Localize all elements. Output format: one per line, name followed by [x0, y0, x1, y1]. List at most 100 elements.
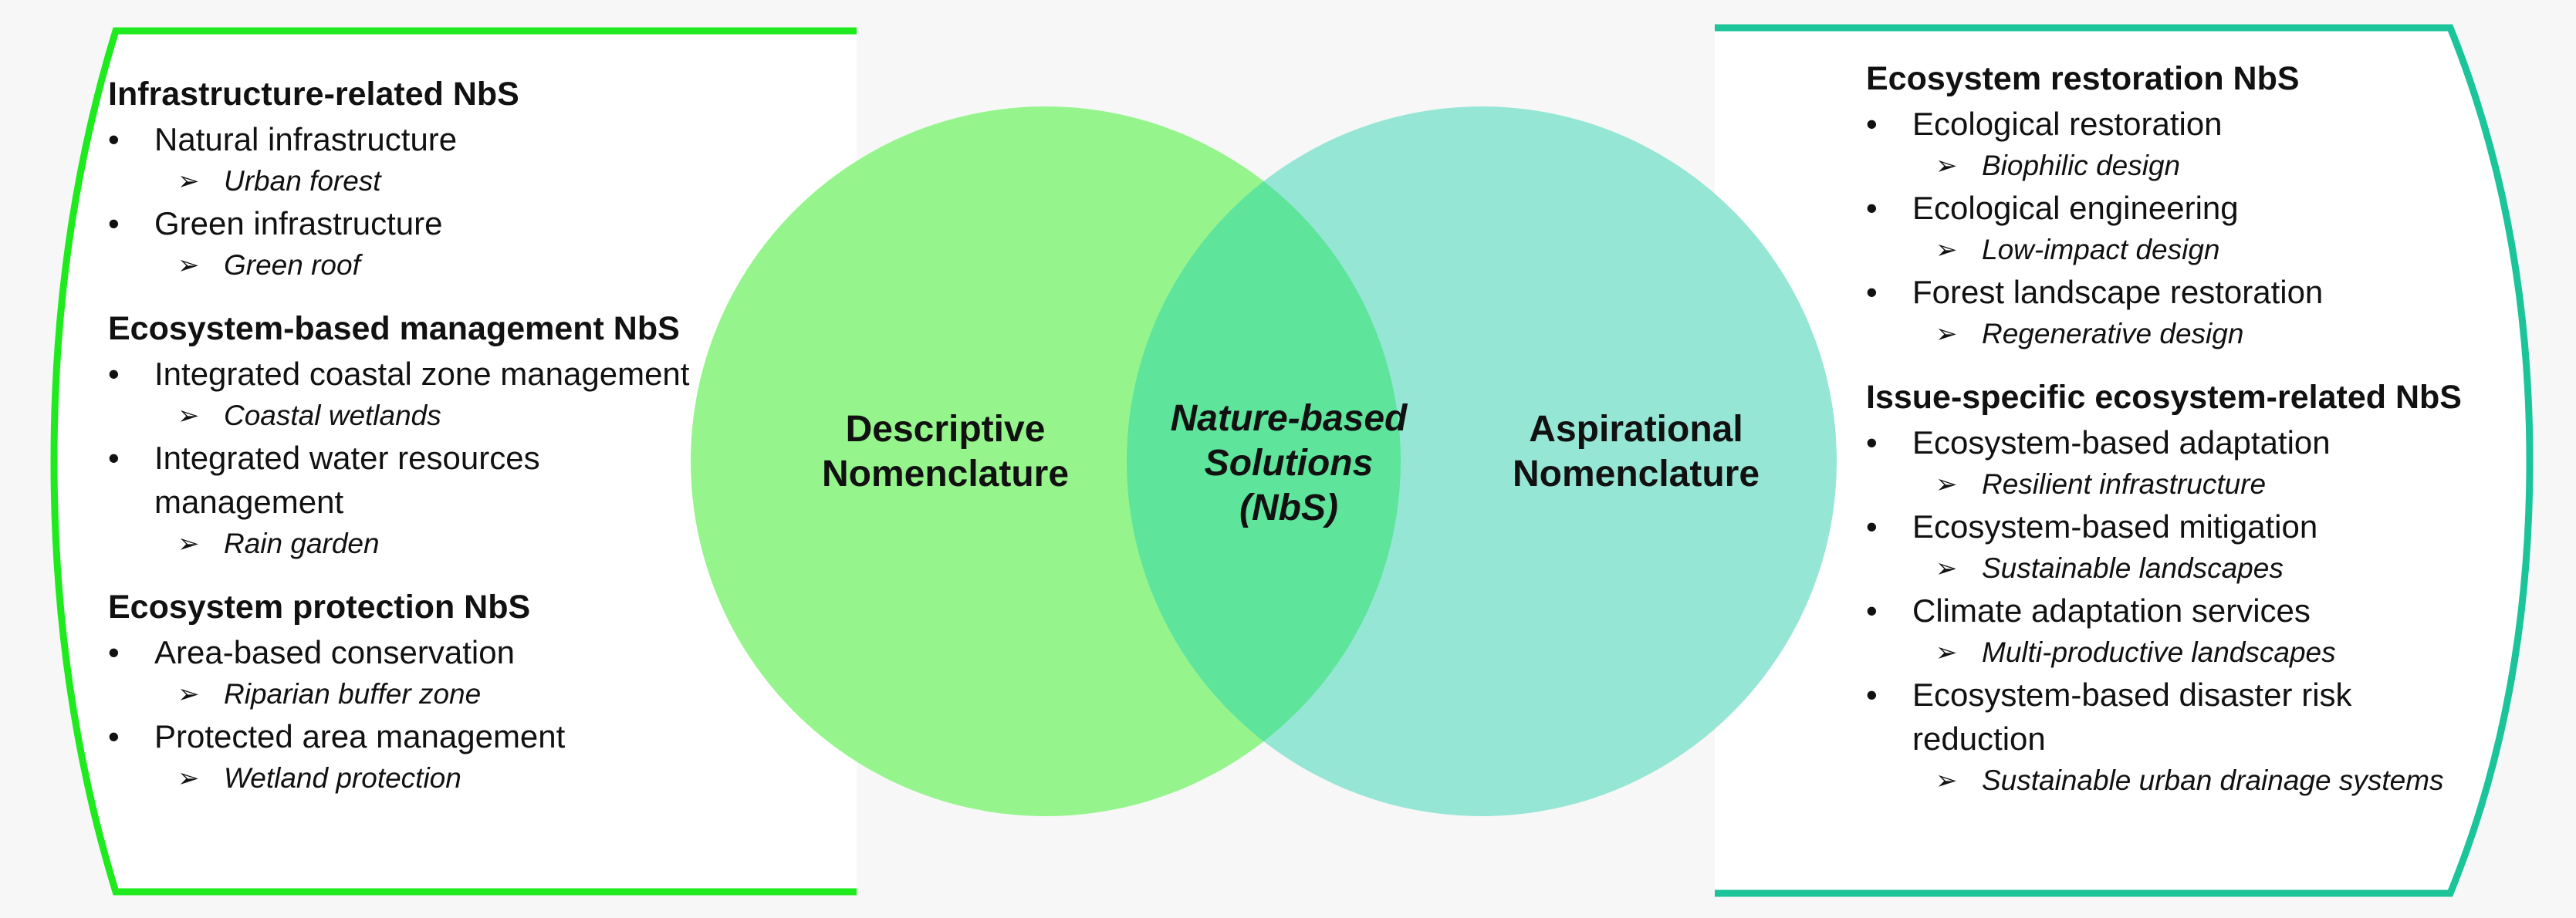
- arrow-bullet-icon: ➢: [177, 401, 200, 430]
- list-group: Ecosystem restoration NbS • Ecological re…: [1866, 56, 2545, 354]
- left-bracket: [50, 27, 857, 896]
- sub-item: ➢ Green roof: [108, 245, 787, 285]
- list-group: Ecosystem-based management NbS • Integrat…: [108, 305, 787, 564]
- group-heading: Ecosystem-based management NbS: [108, 310, 680, 347]
- label-line: Nomenclature: [821, 454, 1070, 494]
- bullet-icon: •: [108, 121, 120, 157]
- sub-item: ➢ Multi-productive landscapes: [1866, 633, 2545, 673]
- descriptive-nomenclature-list: Infrastructure-related NbS • Natural infr…: [108, 71, 787, 798]
- arrow-bullet-icon: ➢: [1935, 638, 1958, 667]
- arrow-bullet-icon: ➢: [1935, 151, 1958, 181]
- list-item: • Climate adaptation services: [1866, 589, 2545, 633]
- sub-item-label: Regenerative design: [1982, 318, 2244, 349]
- item-label: Ecological engineering: [1912, 190, 2239, 226]
- label-line: (NbS): [1239, 488, 1338, 528]
- sub-item: ➢ Riparian buffer zone: [108, 674, 787, 714]
- label-line: Aspirational: [1529, 409, 1743, 450]
- sub-item: ➢ Low-impact design: [1866, 230, 2545, 270]
- item-label: Green infrastructure: [154, 205, 443, 241]
- item-label: Ecosystem-based mitigation: [1912, 508, 2318, 545]
- bullet-icon: •: [108, 356, 120, 392]
- label-line: Descriptive: [845, 409, 1046, 450]
- item-label: Integrated coastal zone management: [154, 356, 690, 392]
- sub-item-label: Resilient infrastructure: [1982, 468, 2267, 500]
- sub-item: ➢ Biophilic design: [1866, 146, 2545, 186]
- sub-item-label: Biophilic design: [1982, 150, 2181, 181]
- sub-item: ➢ Coastal wetlands: [108, 396, 787, 436]
- bullet-icon: •: [108, 634, 120, 670]
- group-heading: Issue-specific ecosystem-related NbS: [1866, 379, 2462, 416]
- sub-item: ➢ Resilient infrastructure: [1866, 464, 2545, 505]
- list-item: • Protected area management: [108, 714, 787, 758]
- arrow-bullet-icon: ➢: [1935, 470, 1958, 499]
- descriptive-nomenclature-label: Descriptive Nomenclature: [795, 407, 1096, 497]
- aspirational-nomenclature-label: Aspirational Nomenclature: [1466, 407, 1806, 497]
- list-item: • Ecosystem-based mitigation: [1866, 505, 2545, 548]
- sub-item-label: Wetland protection: [224, 762, 461, 794]
- sub-item: ➢ Wetland protection: [108, 758, 787, 798]
- bullet-icon: •: [1866, 190, 1878, 226]
- sub-item-label: Sustainable landscapes: [1982, 552, 2284, 584]
- sub-item-label: Low-impact design: [1982, 234, 2220, 265]
- group-heading: Ecosystem protection NbS: [108, 589, 531, 626]
- sub-item-label: Urban forest: [224, 165, 381, 197]
- list-item: • Integrated water resources management: [108, 436, 787, 524]
- list-item: • Ecosystem-based disaster risk reduction: [1866, 673, 2545, 761]
- sub-item-label: Coastal wetlands: [224, 400, 441, 431]
- item-label: Protected area management: [154, 718, 566, 754]
- arrow-bullet-icon: ➢: [1935, 766, 1958, 795]
- sub-item: ➢ Rain garden: [108, 524, 787, 564]
- arrow-bullet-icon: ➢: [177, 251, 200, 280]
- item-label: Climate adaptation services: [1912, 592, 2311, 629]
- bullet-icon: •: [108, 440, 120, 476]
- bullet-icon: •: [1866, 424, 1878, 461]
- bullet-icon: •: [1866, 106, 1878, 142]
- sub-item-label: Multi-productive landscapes: [1982, 636, 2336, 668]
- label-line: Nature-based: [1170, 398, 1408, 439]
- list-item: • Ecological engineering: [1866, 186, 2545, 230]
- item-label: Ecosystem-based adaptation: [1912, 424, 2331, 461]
- list-group: Issue-specific ecosystem-related NbS • Ec…: [1866, 374, 2545, 801]
- arrow-bullet-icon: ➢: [177, 680, 200, 709]
- group-heading: Ecosystem restoration NbS: [1866, 60, 2300, 97]
- item-label: Area-based conservation: [154, 634, 515, 670]
- list-group: Infrastructure-related NbS • Natural infr…: [108, 71, 787, 285]
- bullet-icon: •: [1866, 677, 1878, 713]
- list-item: • Natural infrastructure: [108, 117, 787, 161]
- overlap-region: [1127, 106, 1401, 816]
- list-group: Ecosystem protection NbS • Area-based con…: [108, 584, 787, 798]
- nature-based-solutions-label: Nature-based Solutions (NbS): [1119, 397, 1459, 531]
- item-label: Forest landscape restoration: [1912, 274, 2324, 310]
- sub-item-label: Rain garden: [224, 528, 380, 559]
- right-bracket: [1715, 24, 2534, 897]
- item-label: Natural infrastructure: [154, 121, 458, 157]
- list-item: • Ecosystem-based adaptation: [1866, 420, 2545, 464]
- list-item: • Forest landscape restoration: [1866, 270, 2545, 314]
- item-label: Ecological restoration: [1912, 106, 2223, 142]
- arrow-bullet-icon: ➢: [1935, 235, 1958, 265]
- arrow-bullet-icon: ➢: [1935, 554, 1958, 583]
- sub-item-label: Riparian buffer zone: [224, 678, 482, 710]
- label-line: Nomenclature: [1512, 454, 1760, 494]
- label-line: Solutions: [1204, 443, 1374, 484]
- bullet-icon: •: [1866, 508, 1878, 545]
- sub-item: ➢ Sustainable urban drainage systems: [1866, 761, 2545, 801]
- aspirational-nomenclature-list: Ecosystem restoration NbS • Ecological re…: [1866, 56, 2545, 801]
- sub-item-label: Green roof: [224, 249, 360, 281]
- bullet-icon: •: [108, 718, 120, 754]
- sub-item: ➢Urban forest: [108, 161, 787, 201]
- arrow-bullet-icon: ➢: [177, 764, 200, 793]
- list-item: • Ecological restoration: [1866, 102, 2545, 146]
- sub-item: ➢ Sustainable landscapes: [1866, 548, 2545, 589]
- arrow-bullet-icon: ➢: [177, 529, 200, 559]
- group-heading: Infrastructure-related NbS: [108, 76, 519, 113]
- bullet-icon: •: [1866, 592, 1878, 629]
- bullet-icon: •: [1866, 274, 1878, 310]
- item-label: Integrated water resources management: [154, 440, 540, 520]
- sub-item-label: Sustainable urban drainage systems: [1982, 764, 2444, 796]
- bullet-icon: •: [108, 205, 120, 241]
- item-label: Ecosystem-based disaster risk reduction: [1912, 677, 2352, 757]
- sub-item: ➢Regenerative design: [1866, 314, 2545, 354]
